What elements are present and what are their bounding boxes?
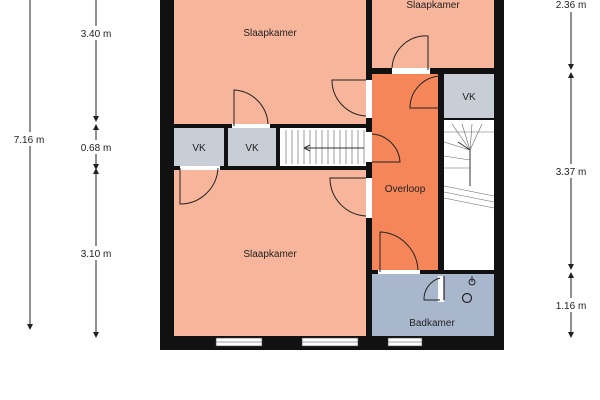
- dim-lower: 3.10 m: [81, 249, 112, 260]
- label-closet-2: VK: [245, 143, 259, 154]
- dim-total: 7.16 m: [14, 135, 45, 146]
- closet-1[interactable]: [174, 128, 224, 166]
- room-bedroom-top-right[interactable]: [372, 0, 494, 68]
- closet-2[interactable]: [228, 128, 276, 166]
- left-dimension-lines: [27, 0, 99, 338]
- label-bedroom-bottom: Slaapkamer: [243, 249, 297, 260]
- stair-corridor: [280, 128, 366, 166]
- dim-middle-bg: [76, 140, 116, 154]
- dim-upper: 3.40 m: [81, 29, 112, 40]
- main-staircase: [444, 120, 494, 270]
- stair-direction-arrow: [303, 144, 364, 152]
- stair-corridor-treads: [285, 130, 365, 164]
- door-swings: [179, 35, 441, 301]
- dim-mid-bg: [550, 164, 594, 178]
- dim-total-bg: [6, 132, 52, 146]
- room-bedroom-bottom[interactable]: [174, 170, 366, 336]
- room-bedroom-top-left[interactable]: [174, 0, 366, 124]
- dim-right-middle: 3.37 m: [556, 167, 587, 178]
- room-landing[interactable]: [372, 74, 438, 270]
- dim-lower-bg: [76, 246, 116, 260]
- door-openings: [180, 68, 444, 302]
- dim-upper-bg: [76, 26, 116, 40]
- dim-right-top: 2.36 m: [556, 0, 587, 11]
- closet-3[interactable]: [444, 74, 494, 118]
- label-bedroom-top-right: Slaapkamer: [406, 0, 460, 11]
- label-bedroom-top-left: Slaapkamer: [243, 28, 297, 39]
- dim-middle: 0.68 m: [81, 143, 112, 154]
- dim-bottom-bg: [550, 298, 594, 312]
- label-closet-3: VK: [462, 92, 476, 103]
- main-staircase-arrow: [457, 141, 471, 186]
- shower-drain-icon: [461, 292, 473, 304]
- label-landing: Overloop: [385, 184, 426, 195]
- label-closet-1: VK: [192, 143, 206, 154]
- dim-right-bottom: 1.16 m: [556, 301, 587, 312]
- dim-top-bg: [550, 0, 594, 12]
- label-bathroom: Badkamer: [409, 318, 455, 329]
